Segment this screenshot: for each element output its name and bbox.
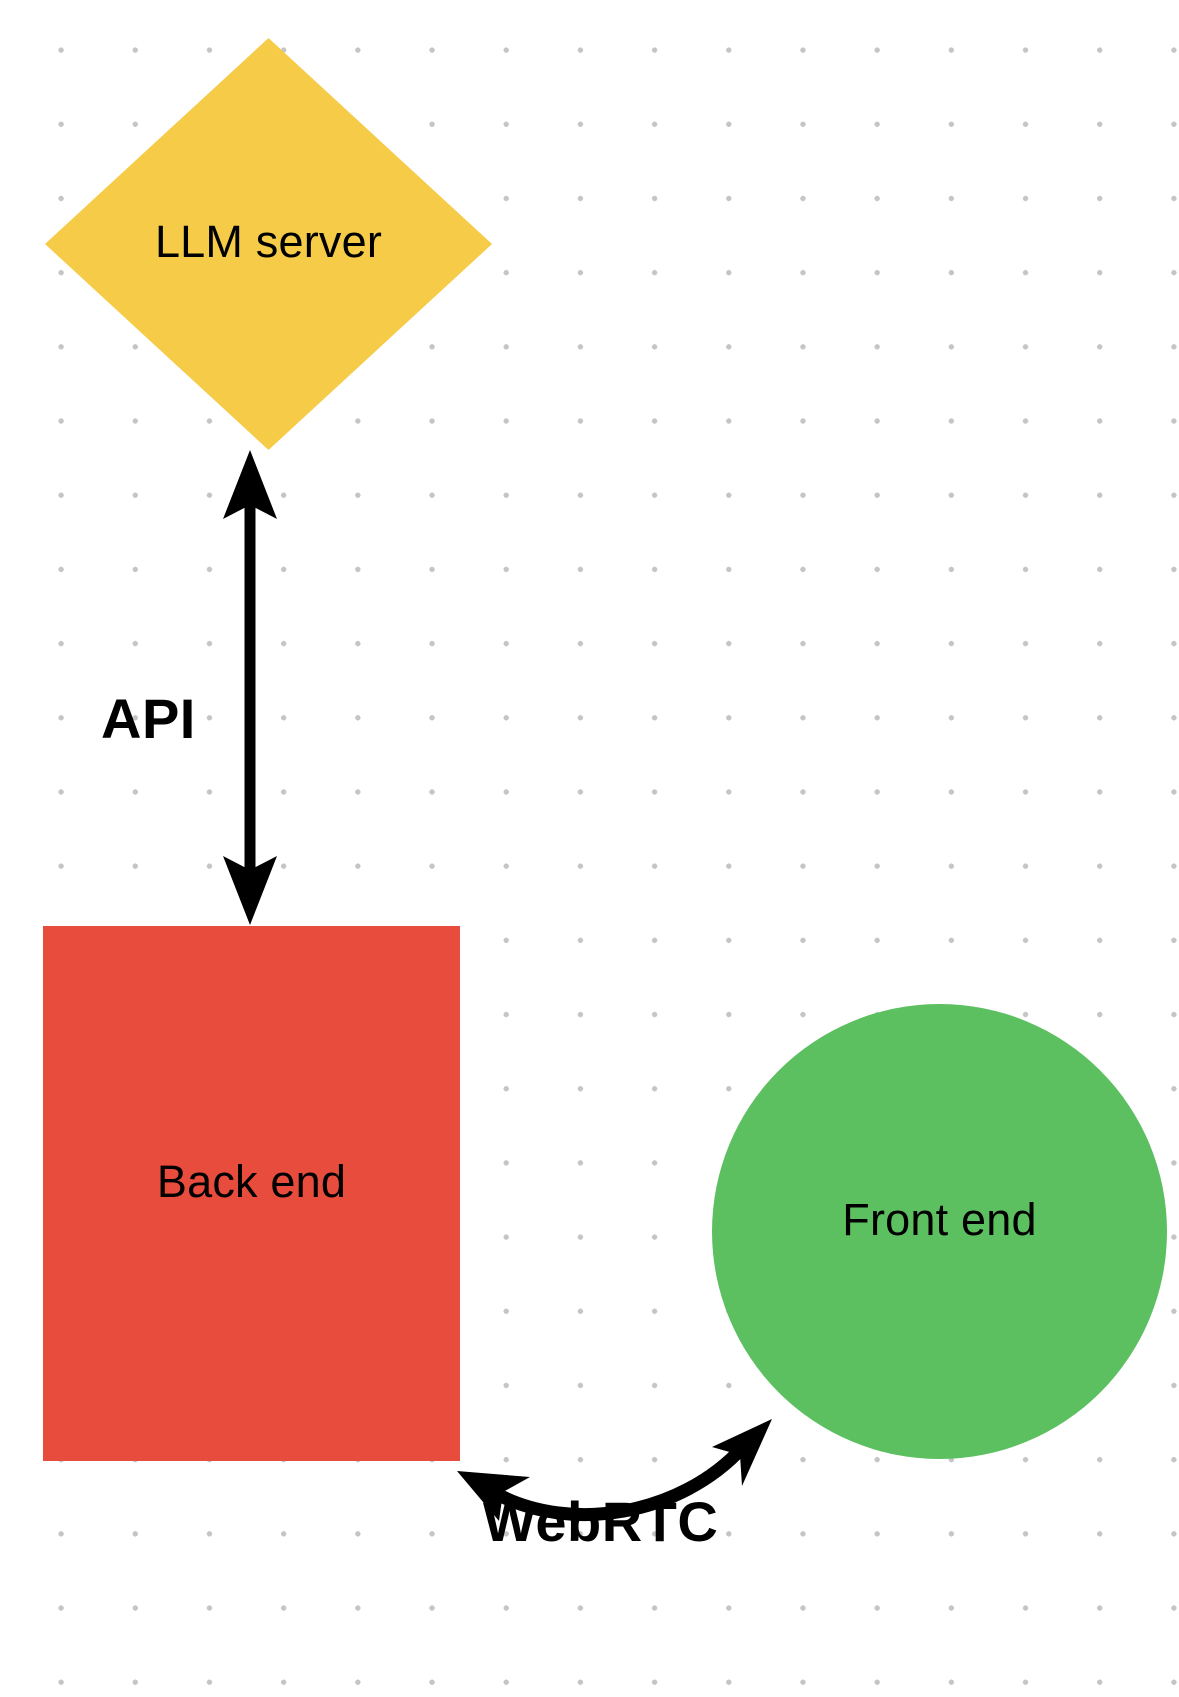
api-arrowhead-up: [223, 450, 277, 519]
webrtc-connector[interactable]: [457, 1419, 772, 1522]
webrtc-arrowhead-right: [712, 1419, 772, 1486]
diamond-shape: [45, 38, 492, 450]
circle-shape: [712, 1004, 1167, 1459]
webrtc-arrowhead-left: [457, 1471, 530, 1521]
webrtc-connector-curve: [493, 1442, 748, 1522]
api-connector[interactable]: [223, 450, 277, 925]
node-llm-server[interactable]: LLM server: [45, 38, 492, 450]
node-back-end[interactable]: Back end: [43, 926, 460, 1461]
api-arrowhead-down: [223, 856, 277, 925]
square-shape: [43, 926, 460, 1461]
node-front-end[interactable]: Front end: [712, 1004, 1167, 1459]
